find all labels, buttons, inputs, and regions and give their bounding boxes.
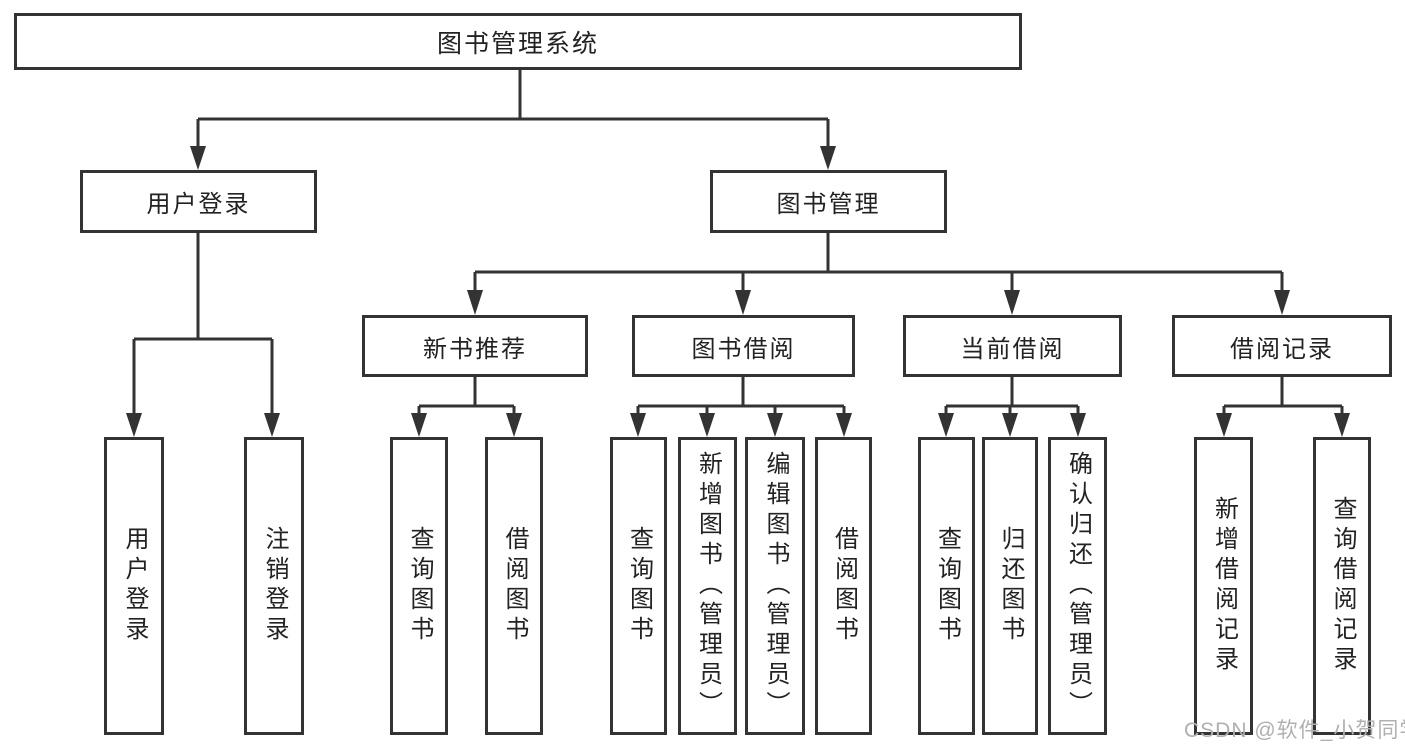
node-borrow-records-label: 借阅记录: [1230, 335, 1334, 363]
leaf-current-confirm-return-admin-label: 确认归还（管理员）: [1064, 451, 1092, 721]
node-new-book-recommend-label: 新书推荐: [423, 335, 527, 363]
leaf-borrow-borrow-book-label: 借阅图书: [830, 526, 858, 646]
leaf-borrow-add-book-admin: 新增图书（管理员）: [678, 437, 737, 735]
node-user-login-label: 用户登录: [146, 191, 251, 218]
leaf-borrow-add-book-admin-label: 新增图书（管理员）: [694, 451, 722, 721]
leaf-newbook-query-book: 查询图书: [390, 437, 448, 735]
node-book-borrow-label: 图书借阅: [691, 335, 796, 363]
node-current-borrow: 当前借阅: [903, 315, 1122, 377]
leaf-user-login: 用户登录: [104, 437, 164, 735]
leaf-records-query-record: 查询借阅记录: [1313, 437, 1371, 735]
node-new-book-recommend: 新书推荐: [362, 315, 588, 377]
leaf-current-confirm-return-admin: 确认归还（管理员）: [1048, 437, 1107, 735]
leaf-current-return-book: 归还图书: [982, 437, 1038, 735]
node-book-management-label: 图书管理: [776, 191, 881, 218]
leaf-borrow-borrow-book: 借阅图书: [815, 437, 872, 735]
leaf-borrow-query-book-label: 查询图书: [625, 526, 653, 646]
node-user-login: 用户登录: [80, 170, 317, 233]
node-root: 图书管理系统: [14, 13, 1022, 70]
leaf-borrow-query-book: 查询图书: [610, 437, 667, 735]
leaf-records-add-record-label: 新增借阅记录: [1210, 496, 1238, 676]
leaf-logout-label: 注销登录: [261, 526, 288, 646]
node-book-borrow: 图书借阅: [632, 315, 855, 377]
node-current-borrow-label: 当前借阅: [960, 335, 1065, 363]
leaf-current-query-book-label: 查询图书: [933, 526, 961, 646]
leaf-newbook-borrow-book-label: 借阅图书: [501, 526, 528, 646]
node-root-label: 图书管理系统: [436, 29, 599, 58]
leaf-logout: 注销登录: [244, 437, 304, 735]
leaf-current-query-book: 查询图书: [918, 437, 975, 735]
leaf-current-return-book-label: 归还图书: [997, 526, 1024, 646]
node-book-management: 图书管理: [710, 170, 947, 233]
leaf-newbook-query-book-label: 查询图书: [406, 526, 433, 646]
leaf-borrow-edit-book-admin: 编辑图书（管理员）: [745, 437, 805, 735]
leaf-records-query-record-label: 查询借阅记录: [1329, 496, 1356, 676]
leaf-user-login-label: 用户登录: [121, 526, 148, 646]
leaf-records-add-record: 新增借阅记录: [1194, 437, 1253, 735]
leaf-borrow-edit-book-admin-label: 编辑图书（管理员）: [762, 451, 789, 721]
leaf-newbook-borrow-book: 借阅图书: [485, 437, 543, 735]
watermark-text: CSDN @软件_小贺同学: [1184, 719, 1405, 742]
node-borrow-records: 借阅记录: [1172, 315, 1392, 377]
